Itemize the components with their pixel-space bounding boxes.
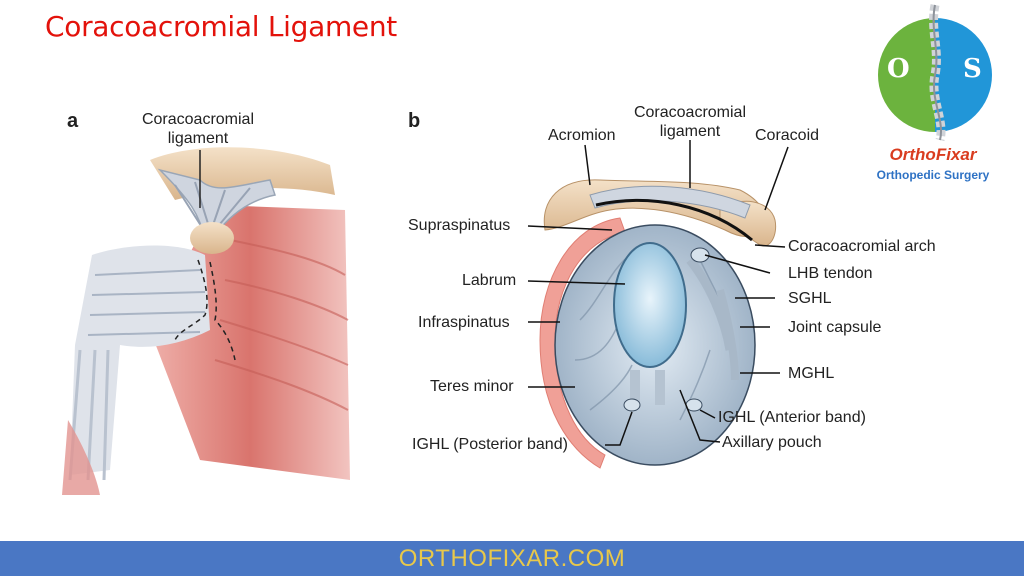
label-ighl-anterior-band: IGHL (Anterior band) <box>718 409 866 426</box>
rotator-cuff <box>539 217 626 469</box>
label-lhb-tendon: LHB tendon <box>788 265 873 282</box>
label-supraspinatus: Supraspinatus <box>408 217 511 234</box>
deltoid-muscle <box>150 205 350 480</box>
footer-bar: ORTHOFIXAR.COM <box>0 541 1024 576</box>
footer-site-link[interactable]: ORTHOFIXAR.COM <box>398 545 626 572</box>
glenoid-fossa <box>613 242 687 368</box>
label-infraspinatus: Infraspinatus <box>418 314 510 331</box>
label-mghl: MGHL <box>788 365 835 382</box>
label-ighl-posterior-band: IGHL (Posterior band) <box>412 436 568 453</box>
label-axillary-pouch: Axillary pouch <box>722 434 822 451</box>
label-acromion: Acromion <box>548 127 616 144</box>
logo-tagline: Orthopedic Surgery <box>876 168 990 182</box>
panel-b-letter: b <box>408 110 421 132</box>
logo-name: OrthoFixar <box>889 145 977 164</box>
coracoid-bone-a <box>190 222 234 254</box>
logo-initial-left: O <box>887 54 910 84</box>
label-coracoacromial-ligament-a: Coracoacromial ligament <box>141 111 255 147</box>
label-coracoacromial-arch: Coracoacromial arch <box>788 238 936 255</box>
panel-a-letter: a <box>67 110 79 132</box>
label-teres-minor: Teres minor <box>430 378 514 395</box>
logo-initial-right: S <box>963 54 982 84</box>
page-title: Coracoacromial Ligament <box>45 10 397 43</box>
label-labrum: Labrum <box>462 272 517 289</box>
coracoacromial-ligament-a <box>157 168 276 242</box>
orthofixar-logo <box>878 4 992 142</box>
label-joint-capsule: Joint capsule <box>788 319 882 336</box>
label-coracoid: Coracoid <box>755 127 820 144</box>
label-sghl: SGHL <box>788 290 832 307</box>
panel-b-artwork <box>527 140 789 469</box>
label-coracoacromial-ligament-b: Coracoacromial ligament <box>633 104 747 140</box>
panel-a-artwork <box>62 147 350 495</box>
